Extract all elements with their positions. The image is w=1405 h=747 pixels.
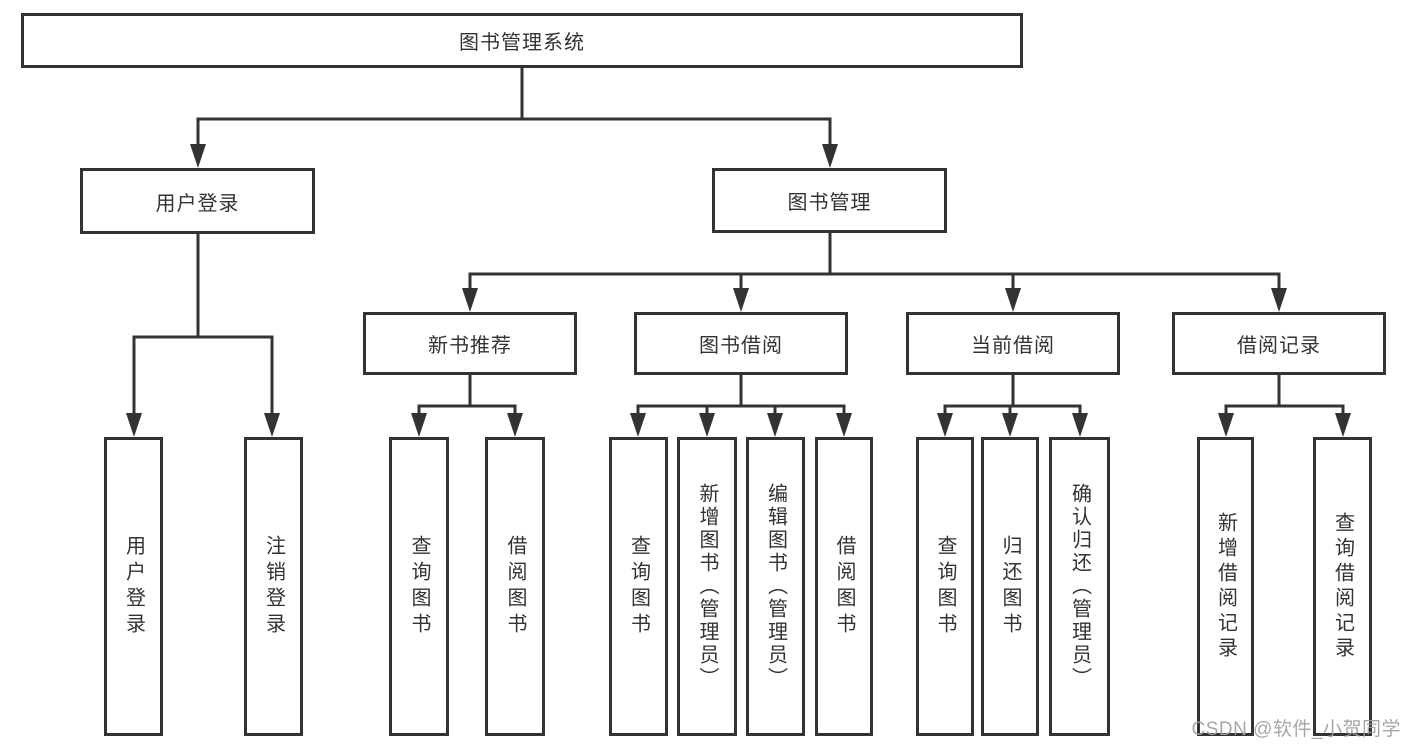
leaf-query-books-current: 查询图书 bbox=[916, 437, 974, 736]
leaf-return-books: 归还图书 bbox=[981, 437, 1039, 736]
node-label: 当前借阅 bbox=[971, 335, 1055, 357]
node-book-management: 图书管理 bbox=[712, 168, 947, 233]
node-current-borrowing: 当前借阅 bbox=[906, 312, 1120, 375]
leaf-borrow-books: 借阅图书 bbox=[815, 437, 873, 736]
leaf-query-books-borrow: 查询图书 bbox=[609, 437, 668, 736]
node-borrowing-records: 借阅记录 bbox=[1172, 312, 1386, 375]
leaf-confirm-return-admin: 确认归还（管理员） bbox=[1049, 437, 1110, 736]
node-library-management-system: 图书管理系统 bbox=[21, 13, 1023, 68]
node-label: 确认归还（管理员） bbox=[1068, 483, 1091, 690]
node-label: 查询图书 bbox=[934, 534, 956, 639]
node-label: 归还图书 bbox=[999, 534, 1021, 639]
node-label: 借阅记录 bbox=[1237, 335, 1321, 357]
node-label: 查询图书 bbox=[408, 534, 430, 639]
node-book-borrowing: 图书借阅 bbox=[634, 312, 848, 375]
node-label: 新增借阅记录 bbox=[1214, 511, 1237, 662]
node-label: 借阅图书 bbox=[833, 534, 855, 639]
node-label: 查询图书 bbox=[627, 534, 650, 639]
leaf-add-books-admin: 新增图书（管理员） bbox=[677, 437, 737, 736]
node-new-book-recommend: 新书推荐 bbox=[363, 312, 577, 375]
node-label: 图书借阅 bbox=[699, 335, 783, 357]
node-label: 编辑图书（管理员） bbox=[764, 483, 787, 690]
leaf-user-login: 用户登录 bbox=[104, 437, 163, 736]
node-label: 借阅图书 bbox=[504, 534, 526, 639]
arrowheads bbox=[126, 144, 1351, 437]
node-label: 新增图书（管理员） bbox=[696, 483, 718, 690]
node-label: 用户登录 bbox=[122, 534, 145, 639]
node-label: 图书管理系统 bbox=[459, 32, 585, 54]
node-label: 注销登录 bbox=[262, 534, 285, 639]
leaf-logout: 注销登录 bbox=[244, 437, 303, 736]
node-label: 用户登录 bbox=[155, 192, 240, 215]
node-label: 查询借阅记录 bbox=[1331, 511, 1354, 662]
leaf-borrow-books-recommend: 借阅图书 bbox=[485, 437, 545, 736]
node-label: 新书推荐 bbox=[428, 335, 512, 357]
leaf-add-borrow-record: 新增借阅记录 bbox=[1197, 437, 1254, 736]
leaf-query-borrow-record: 查询借阅记录 bbox=[1313, 437, 1372, 736]
node-label: 图书管理 bbox=[787, 192, 872, 214]
node-user-login-branch: 用户登录 bbox=[80, 168, 315, 234]
csdn-watermark: CSDN @软件_小贺同学 bbox=[1191, 719, 1401, 740]
leaf-edit-books-admin: 编辑图书（管理员） bbox=[746, 437, 805, 736]
leaf-query-books-recommend: 查询图书 bbox=[389, 437, 449, 736]
